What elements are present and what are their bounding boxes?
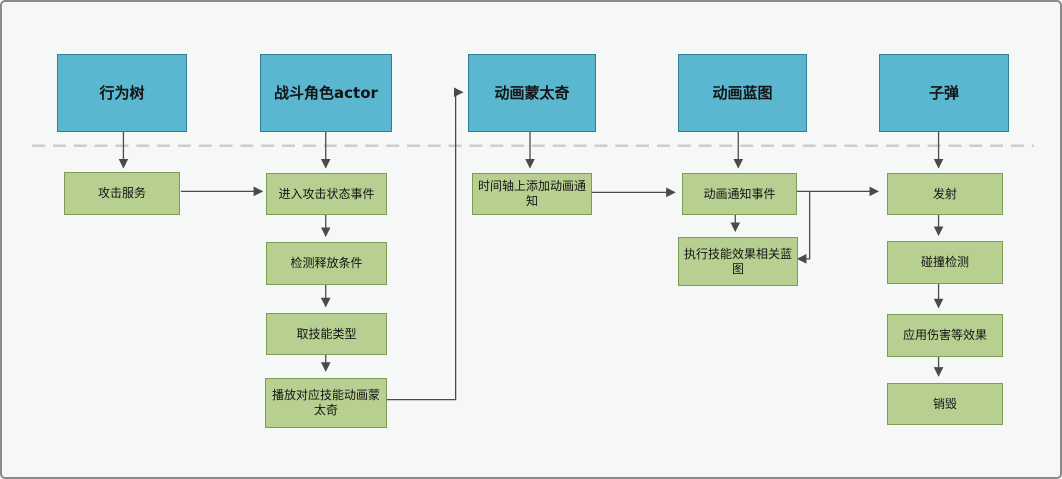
lane-header-anim-montage: 动画蒙太奇 xyxy=(468,54,596,132)
node-check-release-condition: 检测释放条件 xyxy=(266,242,387,285)
node-collision-detect: 碰撞检测 xyxy=(887,241,1003,284)
node-destroy: 销毁 xyxy=(887,383,1003,425)
node-add-anim-notify-on-timeline: 时间轴上添加动画通知 xyxy=(472,173,592,215)
node-get-skill-type: 取技能类型 xyxy=(266,313,387,355)
node-apply-damage-effects: 应用伤害等效果 xyxy=(887,314,1003,357)
node-attack-service: 攻击服务 xyxy=(64,172,180,215)
edge-play-montage-to-anim-montage-header xyxy=(386,87,464,401)
lane-header-anim-blueprint: 动画蓝图 xyxy=(678,54,807,132)
node-enter-attack-state-event: 进入攻击状态事件 xyxy=(266,173,387,215)
node-play-skill-montage: 播放对应技能动画蒙太奇 xyxy=(265,378,387,428)
lane-header-bullet: 子弹 xyxy=(879,54,1009,132)
node-anim-notify-event: 动画通知事件 xyxy=(682,173,797,215)
node-exec-skill-effect-blueprint: 执行技能效果相关蓝图 xyxy=(678,237,798,286)
lane-header-combat-actor: 战斗角色actor xyxy=(260,54,392,132)
node-fire: 发射 xyxy=(887,173,1003,215)
lane-header-behavior-tree: 行为树 xyxy=(57,54,187,132)
edge-branch-to-exec-blueprint xyxy=(796,191,811,264)
